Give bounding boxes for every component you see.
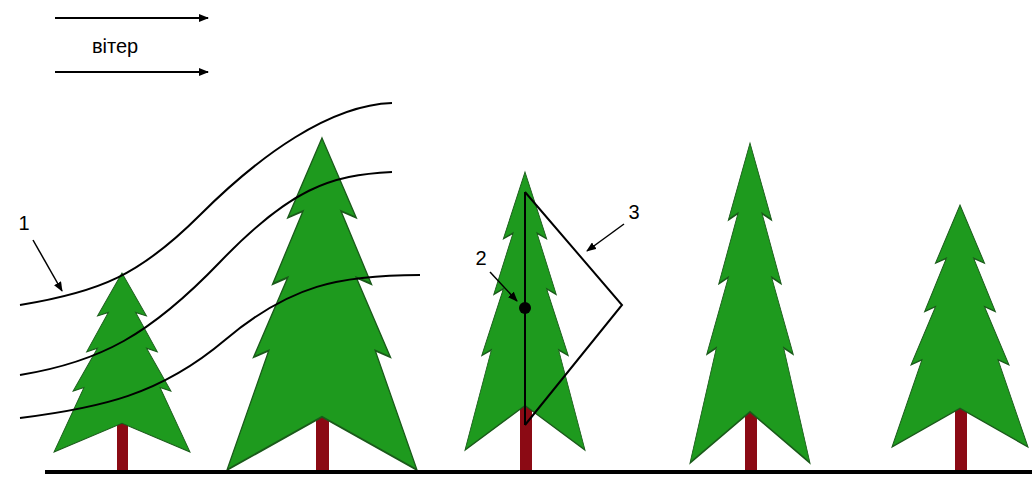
ground-line [45, 470, 1032, 474]
streamlines [20, 103, 420, 418]
leader-line [490, 272, 517, 301]
center-point [519, 302, 531, 314]
callout-number: 2 [475, 248, 486, 268]
wind-arrow [55, 71, 208, 73]
tree-crowns [54, 138, 1028, 470]
callout-number: 1 [18, 213, 29, 233]
leader-line [587, 224, 624, 251]
wind-arrow [55, 17, 208, 19]
wind-label: вітер [92, 36, 138, 56]
load-diagram [525, 192, 622, 425]
callout-number: 3 [628, 202, 639, 222]
leader-line [33, 240, 62, 291]
